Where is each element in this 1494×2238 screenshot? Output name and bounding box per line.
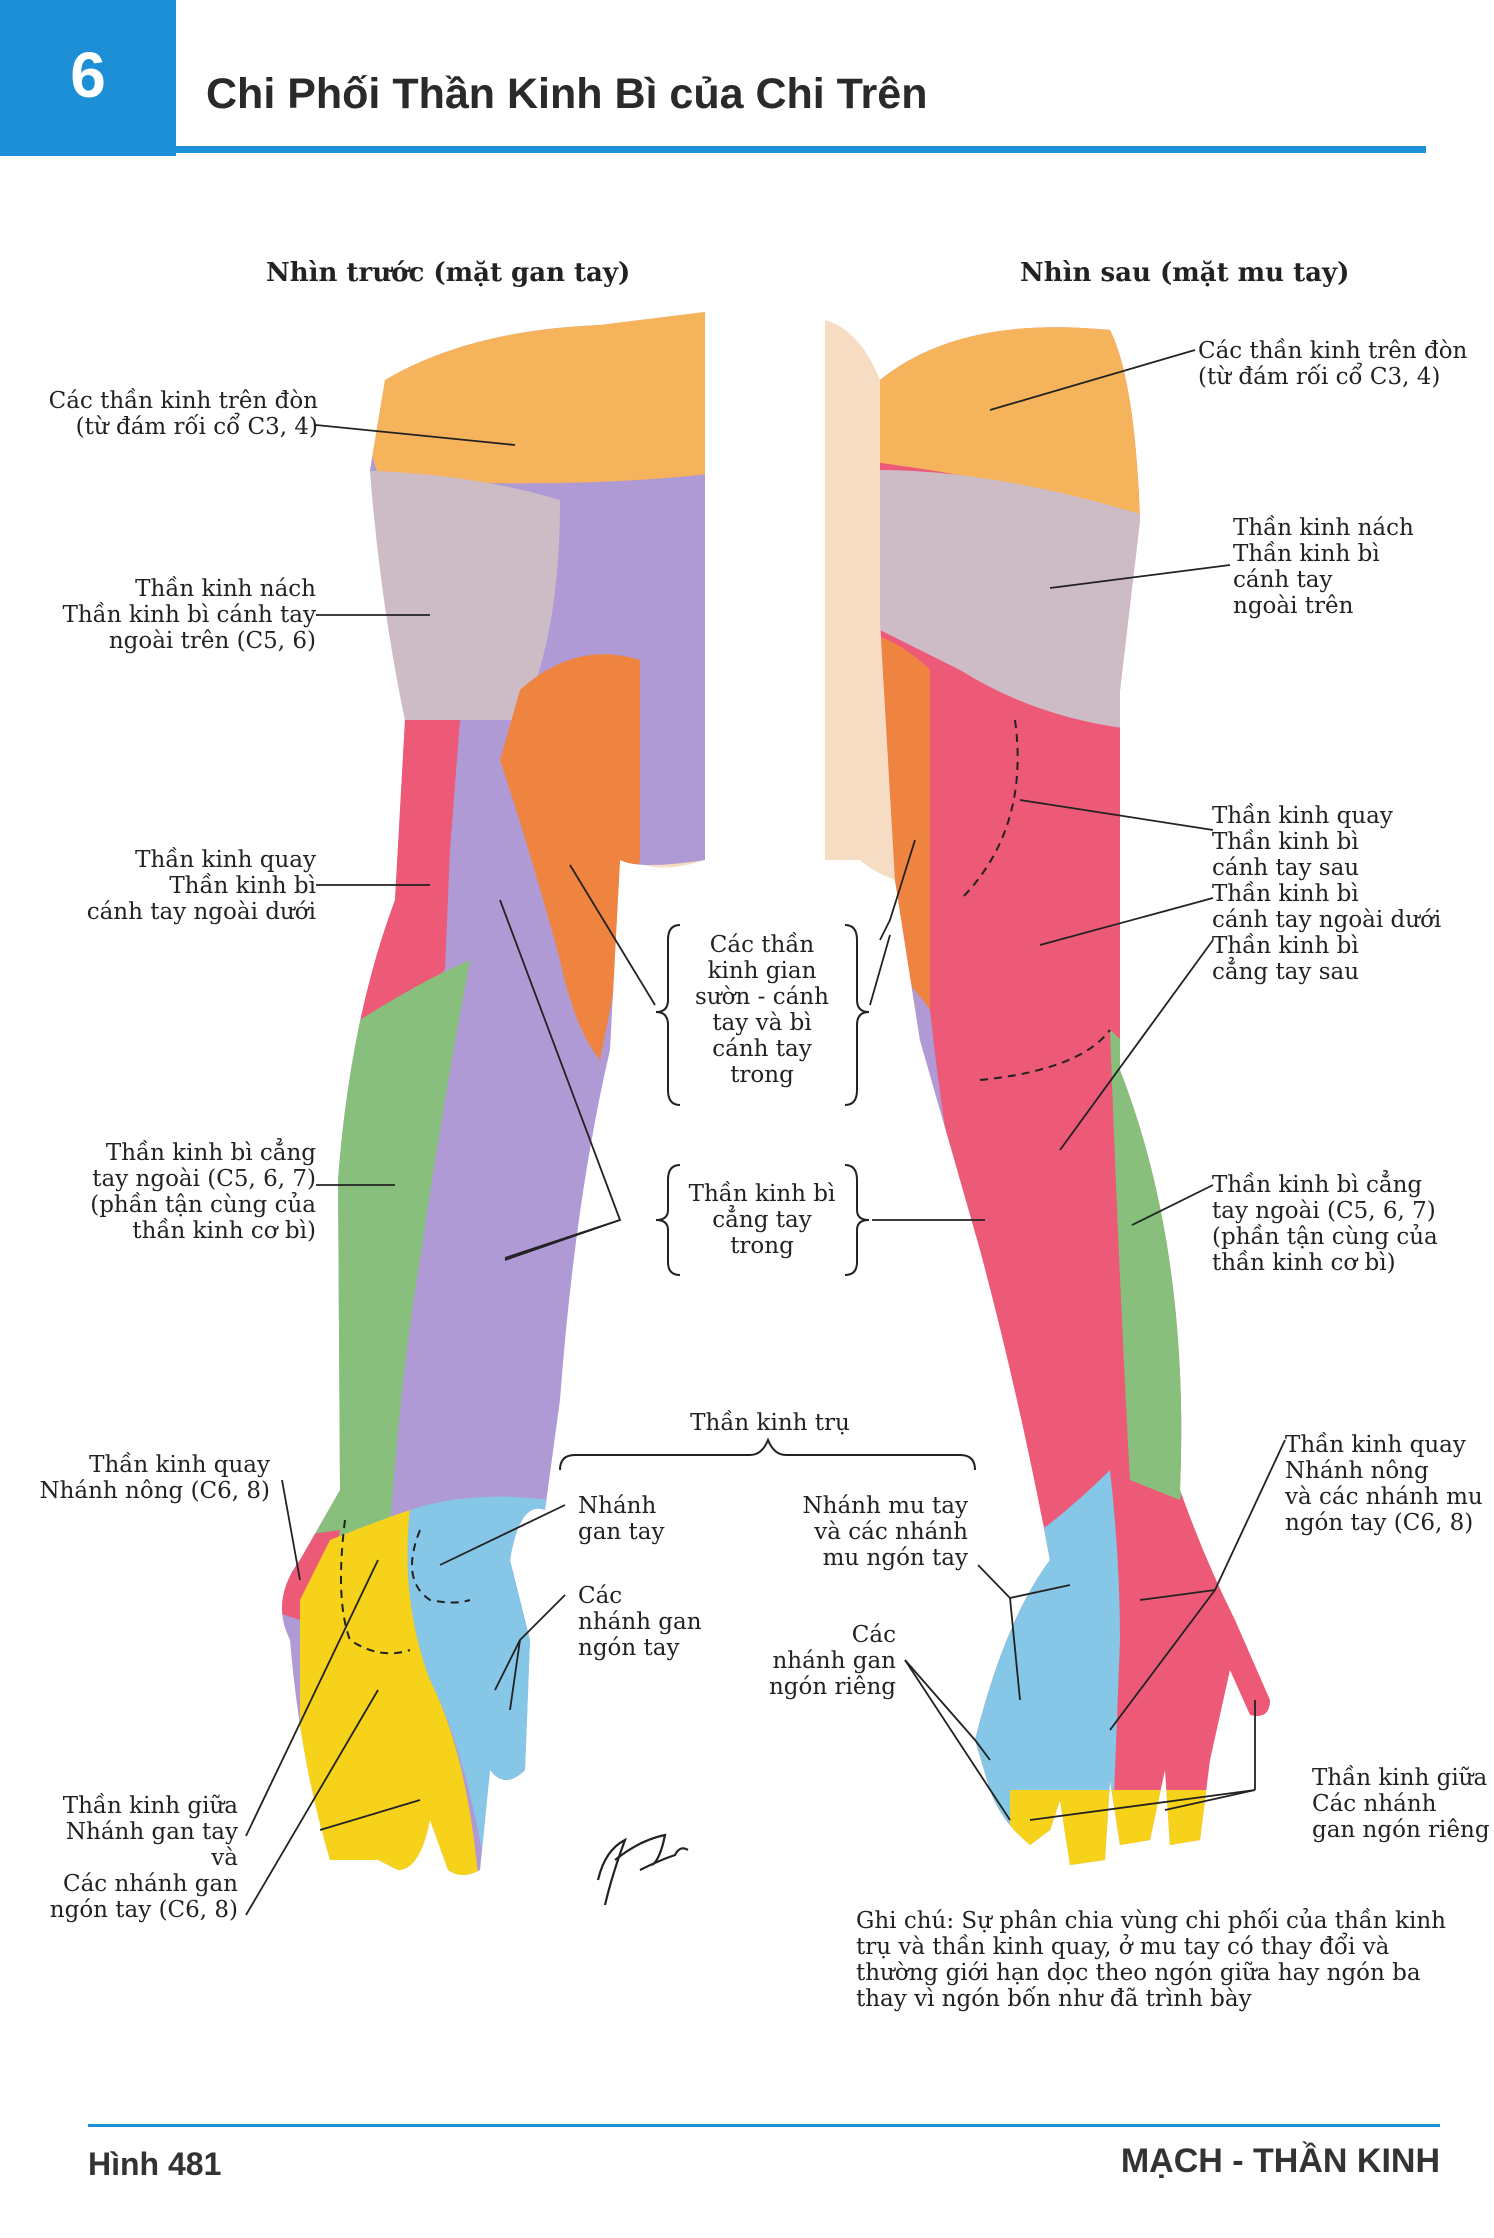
- label-ulnar-title: Thần kinh trụ: [690, 1410, 850, 1436]
- posterior-view-title: Nhìn sau (mặt mu tay): [1020, 258, 1350, 288]
- chapter-tab: [0, 0, 176, 156]
- header-rule: [176, 146, 1426, 153]
- leader-lines: [245, 349, 1286, 1916]
- label-p-supraclavicular: Các thần kinh trên đòn(từ đám rối cổ C3,…: [1198, 338, 1468, 390]
- p-zone-axillary: [880, 470, 1160, 730]
- central-braces: [559, 924, 976, 1471]
- a-zone-median: [300, 1510, 480, 1875]
- p-zone-median-tips: [1010, 1790, 1270, 1865]
- a-zone-intercostobrachial: [500, 654, 640, 1060]
- footnote: Ghi chú: Sự phân chia vùng chi phối của …: [856, 1908, 1446, 2012]
- p-zone-supraclavicular: [880, 327, 1160, 520]
- artist-signature: [596, 1833, 689, 1906]
- posterior-back-skin: [825, 320, 895, 880]
- section-name: MẠCH - THẦN KINH: [1120, 2142, 1440, 2180]
- footer-rule: [88, 2124, 1440, 2127]
- page-title: Chi Phối Thần Kinh Bì của Chi Trên: [206, 70, 928, 118]
- label-a-supraclavicular: Các thần kinh trên đòn(từ đám rối cổ C3,…: [48, 388, 318, 440]
- anterior-view-title: Nhìn trước (mặt gan tay): [266, 258, 631, 288]
- figure-number: Hình 481: [88, 2146, 222, 2182]
- chapter-number: 6: [70, 39, 106, 111]
- p-zone-intercostobrachial: [880, 630, 930, 1020]
- a-zone-supraclavicular: [320, 312, 705, 484]
